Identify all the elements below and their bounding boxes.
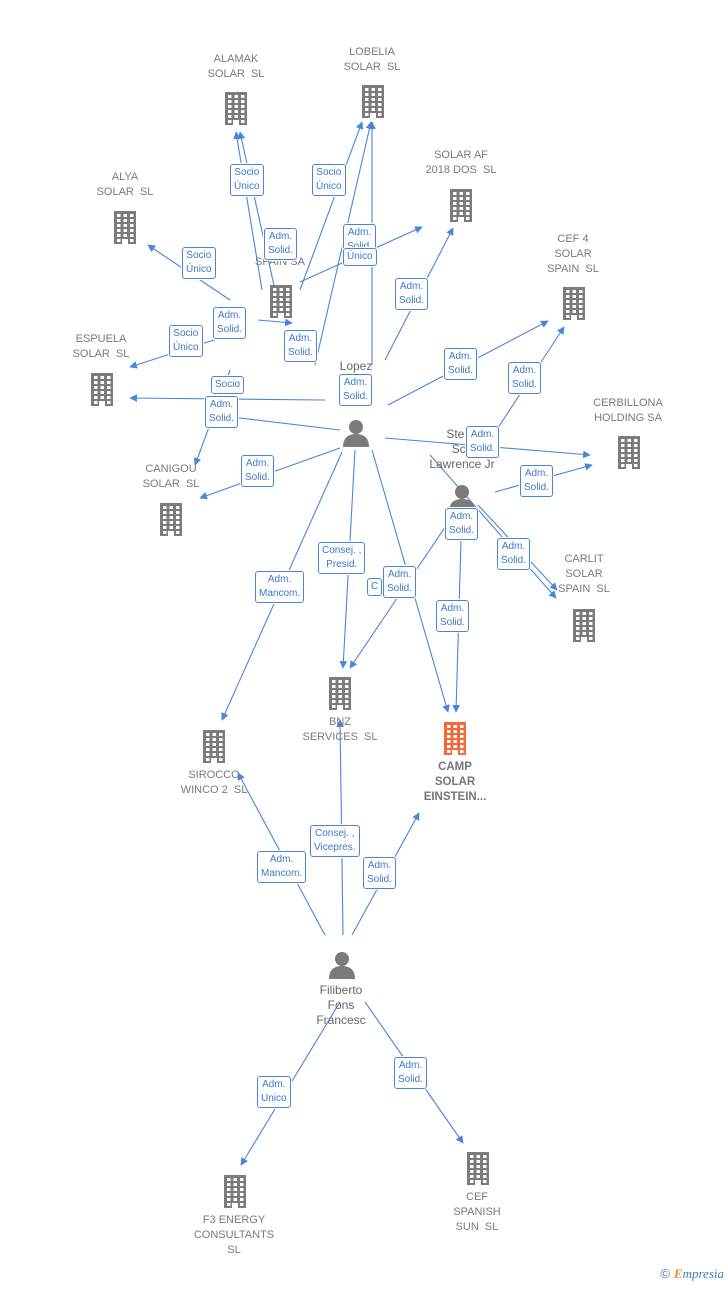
node-label-cefspanish[interactable]: CEF SPANISH SUN SL [412, 1190, 542, 1235]
building-icon[interactable] [266, 283, 296, 319]
node-label-text: CEF SPANISH SUN SL [453, 1191, 501, 1233]
node-label-camp[interactable]: CAMP SOLAR EINSTEIN... [390, 760, 520, 805]
node-label-cef4[interactable]: CEF 4 SOLAR SPAIN SL [508, 232, 638, 277]
building-icon[interactable] [358, 83, 388, 119]
node-label-canigou[interactable]: CANIGOU SOLAR SL [106, 462, 236, 492]
edge-line [257, 318, 293, 327]
building-icon[interactable] [220, 1173, 250, 1209]
edge-role-label[interactable]: Adm. Solid. [264, 228, 298, 260]
edge-role-label[interactable]: Adm. Solid. [395, 278, 429, 310]
node-label-bnz[interactable]: BNZ SERVICES SL [275, 715, 405, 745]
edge-line [299, 121, 364, 291]
edge-line [429, 454, 557, 599]
node-label-alya[interactable]: ALYA SOLAR SL [60, 170, 190, 200]
edge-role-label[interactable]: Adm. Solid. [466, 426, 500, 458]
building-icon[interactable] [221, 90, 251, 126]
edge-role-label[interactable]: Adm. Solid. [497, 538, 531, 570]
node-label-espuela[interactable]: ESPUELA SOLAR SL [36, 332, 166, 362]
node-label-text: BNZ SERVICES SL [302, 716, 378, 743]
edge-role-label[interactable]: Socio Único [230, 164, 264, 196]
edge-role-label[interactable]: C [367, 578, 383, 596]
edge-role-label[interactable]: Consej. , Vicepres. [310, 825, 360, 857]
edge-role-label[interactable]: Socio Único [312, 164, 346, 196]
edge-role-label[interactable]: Socio Único [182, 247, 216, 279]
node-label-text: Filiberto Fons Francesc [316, 983, 366, 1027]
node-label-sirocco[interactable]: SIROCCO WINCO 2 SL [149, 768, 279, 798]
building-icon[interactable] [156, 501, 186, 537]
node-label-text: CARLIT SOLAR SPAIN SL [558, 553, 610, 595]
brand-name: mpresia [682, 1266, 724, 1281]
node-label-text: CANIGOU SOLAR SL [142, 463, 200, 490]
edge-role-label[interactable]: Adm. Solid. [508, 362, 542, 394]
brand-initial: E [673, 1266, 683, 1281]
empresia-logo: ©Empresia [660, 1266, 724, 1282]
edge-role-label[interactable]: Consej. , Presid. [318, 542, 366, 574]
node-label-carlit[interactable]: CARLIT SOLAR SPAIN SL [519, 552, 649, 597]
node-label-text: ALAMAK SOLAR SL [207, 53, 265, 80]
building-icon[interactable] [87, 371, 117, 407]
node-label-text: CAMP SOLAR EINSTEIN... [423, 761, 487, 803]
building-icon[interactable] [199, 728, 229, 764]
edge-role-label[interactable]: Adm. Solid. [363, 857, 397, 889]
edge-role-label[interactable]: Adm. Solid. [213, 307, 247, 339]
building-icon[interactable] [446, 187, 476, 223]
edge-line [237, 131, 276, 291]
node-label-text: LOBELIA SOLAR SL [343, 46, 401, 73]
edge-role-label[interactable]: Adm. Mancom. [255, 571, 305, 603]
edge-role-label[interactable]: Adm. Solid. [444, 348, 478, 380]
edge-role-label[interactable]: Adm. Solid. [339, 374, 373, 406]
edge-role-label[interactable]: Socio [211, 376, 245, 394]
node-label-text: ALYA SOLAR SL [96, 171, 154, 198]
node-label-solaraf[interactable]: SOLAR AF 2018 DOS SL [396, 148, 526, 178]
edge-role-label[interactable]: Socio Único [169, 325, 203, 357]
node-label-cerbillona[interactable]: CERBILLONA HOLDING SA [563, 396, 693, 426]
node-label-text: Steph Sco Lawrence Jr [429, 427, 495, 471]
edge-role-label[interactable]: Adm. Mancom. [257, 851, 307, 883]
node-label-text: CEF 4 SOLAR SPAIN SL [547, 233, 599, 275]
building-icon[interactable] [614, 434, 644, 470]
building-icon[interactable] [559, 285, 589, 321]
edge-line [233, 131, 263, 291]
edge-role-label[interactable]: Adm. Unico [257, 1076, 291, 1108]
edge-role-label[interactable]: Adm. Solid. [520, 465, 554, 497]
node-label-filiberto[interactable]: Filiberto Fons Francesc [276, 983, 406, 1028]
node-label-text: ESPUELA SOLAR SL [72, 333, 130, 360]
edge-role-label[interactable]: Adm. Solid. [436, 600, 470, 632]
copyright-symbol: © [660, 1266, 670, 1281]
edge-role-label[interactable]: Adm. Solid. [284, 330, 318, 362]
node-label-stephen[interactable]: Steph Sco Lawrence Jr [397, 427, 527, 472]
building-icon[interactable] [110, 209, 140, 245]
edge-role-label[interactable]: Único [343, 248, 377, 266]
node-label-text: CERBILLONA HOLDING SA [593, 397, 663, 424]
edge-role-label[interactable]: Adm. Solid. [445, 508, 479, 540]
node-label-alamak[interactable]: ALAMAK SOLAR SL [171, 52, 301, 82]
person-icon[interactable] [341, 418, 371, 448]
building-icon[interactable] [325, 675, 355, 711]
edge-role-label[interactable]: Adm. Solid. [394, 1057, 428, 1089]
node-label-f3[interactable]: F3 ENERGY CONSULTANTS SL [169, 1213, 299, 1258]
edge-role-label[interactable]: Adm. Solid. [383, 566, 417, 598]
building-icon[interactable] [440, 720, 470, 756]
edge-role-label[interactable]: Adm. Solid. [205, 396, 239, 428]
building-icon[interactable] [569, 607, 599, 643]
node-label-lobelia[interactable]: LOBELIA SOLAR SL [307, 45, 437, 75]
node-label-text: SOLAR AF 2018 DOS SL [425, 149, 497, 176]
edge-role-label[interactable]: Adm. Solid. [241, 455, 275, 487]
person-icon[interactable] [327, 950, 357, 980]
node-label-text: F3 ENERGY CONSULTANTS SL [193, 1214, 275, 1256]
building-icon[interactable] [463, 1150, 493, 1186]
node-label-text: SIROCCO WINCO 2 SL [180, 769, 248, 796]
